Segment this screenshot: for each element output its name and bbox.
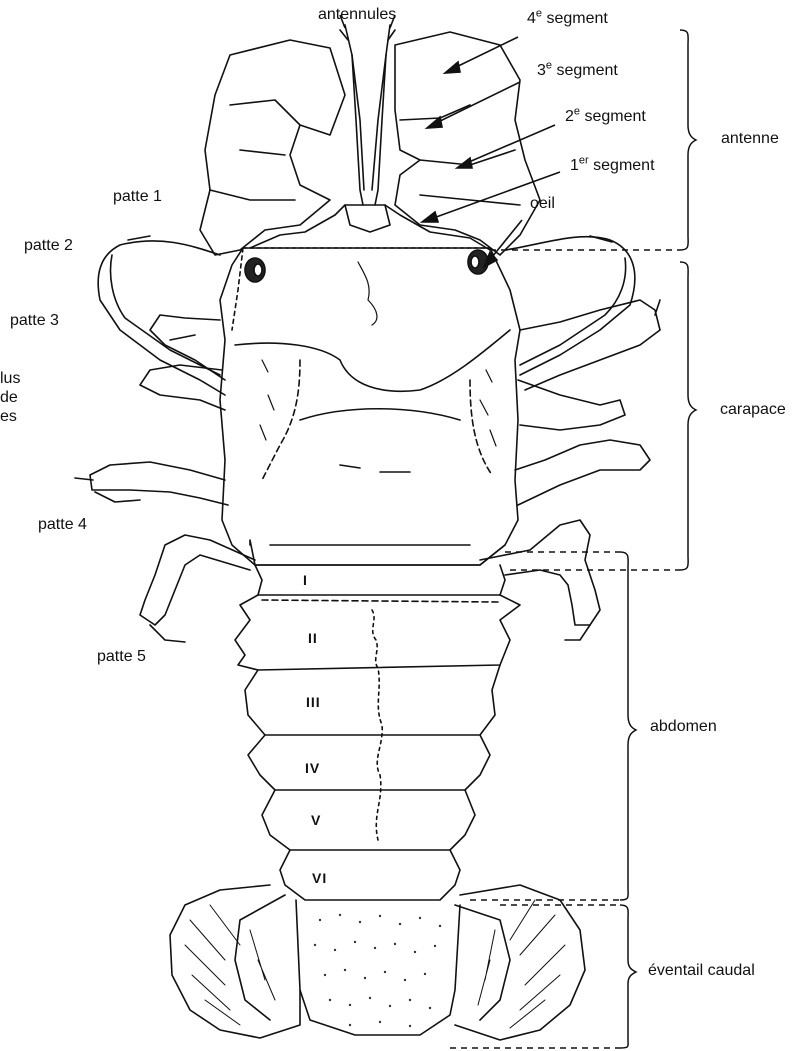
label-patte-5: patte 5 [97, 648, 146, 666]
segment-numeral-vi: VI [312, 870, 327, 886]
carapace-shell [220, 248, 520, 565]
legs-right [480, 236, 660, 640]
label-clipped-2: de [0, 389, 18, 407]
brackets [620, 30, 696, 1048]
label-segment-1: 1er segment [570, 157, 655, 175]
eye-left [245, 258, 265, 282]
label-patte-4: patte 4 [38, 516, 87, 534]
abdomen-segments [235, 565, 520, 900]
abdomen-bracket [620, 552, 636, 900]
label-oeil: oeil [530, 195, 555, 213]
segment-numeral-iv: IV [305, 760, 320, 776]
label-segment-3: 3e segment [537, 62, 618, 80]
label-clipped-3: es [0, 408, 17, 426]
label-segment-4: 4e segment [527, 10, 608, 28]
eventail-bracket [620, 905, 636, 1048]
label-carapace: carapace [720, 401, 786, 419]
label-clipped-1: lus [0, 370, 20, 388]
antenna-left [200, 40, 345, 255]
carapace-bracket [680, 262, 696, 570]
label-abdomen: abdomen [650, 718, 717, 736]
segment-numeral-i: I [303, 572, 308, 588]
label-patte-3: patte 3 [10, 312, 59, 330]
tail-fan [170, 885, 585, 1040]
label-patte-1: patte 1 [113, 188, 162, 206]
label-antenne: antenne [721, 130, 779, 148]
antenne-bracket [680, 30, 696, 250]
segment-numeral-iii: III [306, 694, 321, 710]
label-antennules: antennules [318, 6, 396, 24]
segment-numeral-ii: II [308, 630, 318, 646]
antennules [340, 25, 395, 205]
legs-left [75, 236, 255, 642]
segment-numeral-v: V [311, 812, 321, 828]
dashed-guides [450, 250, 680, 1048]
antenna-right [395, 32, 540, 255]
label-eventail-caudal: éventail caudal [648, 962, 755, 980]
label-patte-2: patte 2 [24, 237, 73, 255]
eye-right [468, 250, 488, 274]
label-segment-2: 2e segment [565, 108, 646, 126]
